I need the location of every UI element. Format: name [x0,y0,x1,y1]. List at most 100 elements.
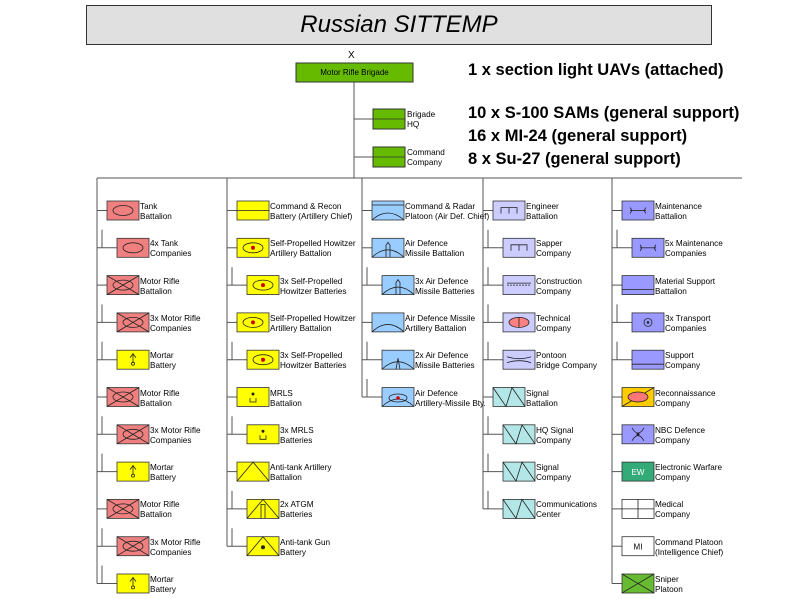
mrls-dot [261,429,265,433]
mech-cross [106,499,140,519]
radar-arc [371,212,405,221]
unit-box [621,275,655,296]
spart-ellipse [242,242,264,254]
page-title: Russian SITTEMP [300,11,498,38]
mech-ellipse [112,391,134,403]
mrls-launcher [259,435,267,440]
signal-zigzag [492,386,526,408]
artillery-dot [261,357,265,362]
mech-ellipse [112,503,134,515]
pontoon-symbol [506,356,532,364]
ad-missile [395,278,401,295]
unit-box [621,461,655,482]
nbc-dot [636,432,640,436]
unit-box [246,498,280,519]
mech-cross [116,424,150,445]
unit-box [621,536,655,557]
artillery-dot [251,245,255,250]
mortar-base [131,473,135,478]
atgun-chevron [246,536,280,556]
spart-ellipse [252,354,274,366]
at-chevron [236,461,270,482]
unit-label: Command Platoon(Intelligence Chief) [655,537,724,557]
atgm-chevron [246,498,280,519]
signal-zigzag [502,498,536,520]
unit-box [236,461,270,482]
unit-box [116,237,150,258]
ad-arc [381,286,415,295]
atgun-dot [261,545,265,550]
title-box: Russian SITTEMP [86,5,712,45]
recon-ellipse [627,391,649,403]
mortar-arrow [129,353,137,358]
transport-hub [646,321,650,324]
signal-zigzag [502,461,536,483]
ad2-arc [381,361,415,370]
unit-box [371,312,405,333]
brigade-label: Motor Rifle Brigade [320,68,389,77]
unit-box [371,237,405,258]
mrls-dot [251,392,255,396]
adart-arc [371,324,405,333]
ad2-missile [395,358,401,370]
unit-box [502,349,536,370]
mech-cross [116,536,150,557]
mortar-base [131,361,135,366]
mech-ellipse [122,316,144,328]
maint-ends [639,244,657,252]
brigade-echelon: X [348,50,355,61]
unit-box [371,200,405,221]
unit-box [631,349,665,370]
info-su27: 8 x Su-27 (general support) [468,150,681,168]
tank-symbol [122,242,144,254]
unit-box [236,387,270,407]
engineer-symbol [500,207,518,214]
mech-cross [106,387,140,407]
sniper-cross [621,573,655,594]
spart-ellipse [252,279,274,291]
mech-ellipse [112,279,134,291]
mech-cross [106,275,140,295]
mech-cross [116,312,150,333]
unit-box [106,200,140,221]
atgm-missile [260,504,266,519]
symbol-text: EW [632,468,645,477]
